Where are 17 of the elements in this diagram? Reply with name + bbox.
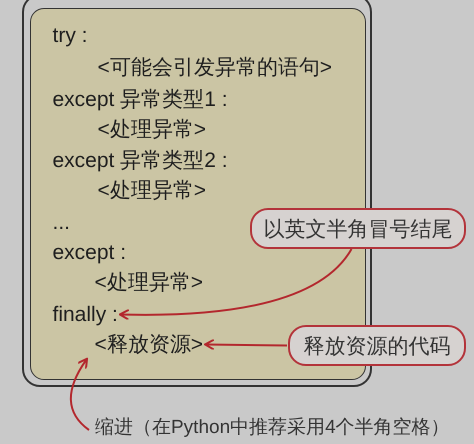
callout-bubble: 释放资源的代码 xyxy=(288,325,466,366)
code-line: <处理异常> xyxy=(98,116,206,142)
note-text: 缩进（在Python中推荐采用4个半角空格） xyxy=(95,415,450,441)
code-line: except 异常类型1 : xyxy=(52,86,228,112)
code-line: finally : xyxy=(52,302,118,328)
code-line: except : xyxy=(52,240,126,266)
code-line: try : xyxy=(52,22,88,48)
code-line: except 异常类型2 : xyxy=(52,148,228,174)
arrow xyxy=(70,358,90,431)
code-line: ... xyxy=(52,210,70,236)
code-line: <处理异常> xyxy=(94,270,204,296)
code-line: <处理异常> xyxy=(98,178,206,204)
code-line: <释放资源> xyxy=(94,332,204,358)
callout-bubble: 以英文半角冒号结尾 xyxy=(250,208,466,249)
code-line: <可能会引发异常的语句> xyxy=(98,54,332,80)
arrow xyxy=(204,338,288,351)
arrow xyxy=(118,248,352,321)
